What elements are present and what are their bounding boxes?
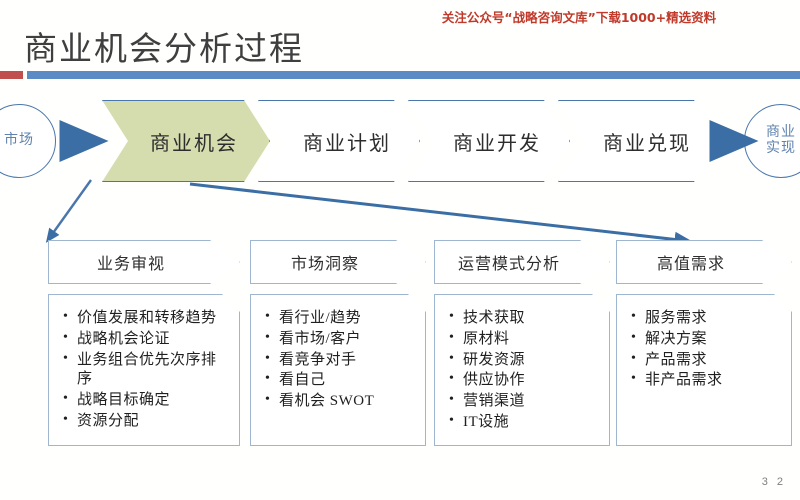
list-item: 技术获取	[463, 309, 601, 329]
process-end-node-label: 商业 实现	[766, 124, 796, 156]
column-1-list: 价值发展和转移趋势 战略机会论证 业务组合优先次序排序 战略目标确定 资源分配	[61, 309, 231, 432]
list-item: 战略机会论证	[77, 330, 231, 350]
column-2-header[interactable]: 市场洞察	[250, 240, 426, 284]
connector-to-column-1	[45, 179, 92, 243]
column-1-body: 价值发展和转移趋势 战略机会论证 业务组合优先次序排序 战略目标确定 资源分配	[48, 294, 240, 446]
title-rule-red	[0, 71, 23, 79]
column-4-body: 服务需求 解决方案 产品需求 非产品需求	[616, 294, 792, 446]
list-item: 看市场/客户	[279, 330, 417, 350]
list-item: 产品需求	[645, 351, 783, 371]
list-item: 研发资源	[463, 351, 601, 371]
process-step-1-label: 商业机会	[150, 132, 238, 155]
list-item: 看机会 SWOT	[279, 392, 417, 412]
column-2-header-label: 市场洞察	[290, 256, 359, 273]
process-start-node[interactable]: 市场	[0, 104, 56, 178]
list-item: 服务需求	[645, 309, 783, 329]
column-business-review: 业务审视 价值发展和转移趋势 战略机会论证 业务组合优先次序排序 战略目标确定 …	[48, 240, 240, 446]
page-number: 3 2	[761, 476, 786, 488]
column-high-value-demand: 高值需求 服务需求 解决方案 产品需求 非产品需求	[616, 240, 792, 446]
list-item: IT设施	[463, 413, 601, 433]
column-4-header[interactable]: 高值需求	[616, 240, 792, 284]
process-step-1[interactable]: 商业机会	[102, 100, 270, 182]
connector-to-column-4	[189, 182, 693, 248]
process-start-node-label: 市场	[4, 132, 34, 148]
column-2-body: 看行业/趋势 看市场/客户 看竞争对手 看自己 看机会 SWOT	[250, 294, 426, 446]
page-title: 商业机会分析过程	[24, 32, 304, 68]
process-step-3-label: 商业开发	[453, 132, 541, 155]
promo-banner: 关注公众号“战略咨询文库”下载1000+精选资料	[441, 10, 717, 25]
column-3-list: 技术获取 原材料 研发资源 供应协作 营销渠道 IT设施	[447, 309, 601, 433]
process-step-4[interactable]: 商业兑现	[558, 100, 720, 182]
list-item: 供应协作	[463, 371, 601, 391]
column-4-list: 服务需求 解决方案 产品需求 非产品需求	[629, 309, 783, 391]
process-step-2[interactable]: 商业计划	[258, 100, 420, 182]
column-3-header[interactable]: 运营模式分析	[434, 240, 610, 284]
list-item: 业务组合优先次序排序	[77, 351, 231, 391]
column-2-list: 看行业/趋势 看市场/客户 看竞争对手 看自己 看机会 SWOT	[263, 309, 417, 412]
process-end-node[interactable]: 商业 实现	[744, 104, 800, 178]
list-item: 价值发展和转移趋势	[77, 309, 231, 329]
process-band: 市场 商业 实现 商业机会 商业计划 商业开发 商业兑现	[0, 96, 800, 186]
column-operating-model: 运营模式分析 技术获取 原材料 研发资源 供应协作 营销渠道 IT设施	[434, 240, 610, 446]
list-item: 解决方案	[645, 330, 783, 350]
column-3-header-label: 运营模式分析	[457, 256, 560, 273]
list-item: 看行业/趋势	[279, 309, 417, 329]
process-step-3[interactable]: 商业开发	[408, 100, 570, 182]
column-4-header-label: 高值需求	[656, 256, 725, 273]
column-market-insight: 市场洞察 看行业/趋势 看市场/客户 看竞争对手 看自己 看机会 SWOT	[250, 240, 426, 446]
process-step-4-label: 商业兑现	[603, 132, 691, 155]
process-step-2-label: 商业计划	[303, 132, 391, 155]
list-item: 看自己	[279, 371, 417, 391]
title-rule-blue	[27, 71, 800, 79]
list-item: 非产品需求	[645, 371, 783, 391]
list-item: 原材料	[463, 330, 601, 350]
list-item: 看竞争对手	[279, 351, 417, 371]
list-item: 战略目标确定	[77, 391, 231, 411]
list-item: 资源分配	[77, 412, 231, 432]
column-1-header-label: 业务审视	[96, 256, 165, 273]
list-item: 营销渠道	[463, 392, 601, 412]
column-3-body: 技术获取 原材料 研发资源 供应协作 营销渠道 IT设施	[434, 294, 610, 446]
column-1-header[interactable]: 业务审视	[48, 240, 240, 284]
